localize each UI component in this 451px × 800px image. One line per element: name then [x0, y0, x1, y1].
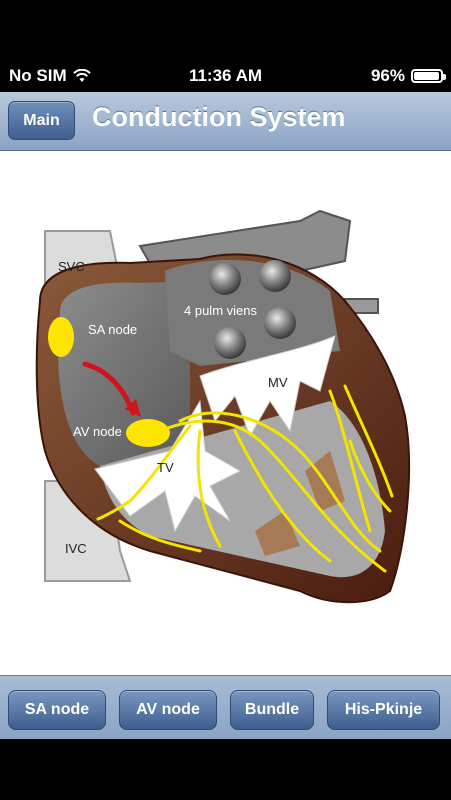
pulm-vein-4	[264, 307, 296, 339]
clock: 11:36 AM	[188, 66, 263, 85]
carrier-info: No SIM	[9, 66, 91, 86]
bundle-button[interactable]: Bundle	[230, 690, 314, 730]
sa-node	[48, 317, 74, 357]
battery-fill	[414, 72, 439, 80]
heart-diagram: SVC SA node 4 pulm viens MV AV node TV I…	[35, 209, 411, 604]
pulm-vein-2	[259, 260, 291, 292]
conduction-arrowhead	[125, 399, 141, 417]
right-atrium	[58, 281, 190, 466]
ivc-label: IVC	[65, 541, 87, 556]
av-node-label: AV node	[73, 424, 122, 439]
diagram-area: SVC SA node 4 pulm viens MV AV node TV I…	[0, 151, 451, 675]
ventricles	[100, 401, 385, 578]
status-bar: No SIM 11:36 AM 96%	[0, 0, 451, 92]
carrier-label: No SIM	[9, 66, 67, 85]
mv-label: MV	[268, 375, 288, 390]
pulm-vein-1	[209, 263, 241, 295]
navigation-bar: Main Conduction System	[0, 92, 451, 151]
his-purkinje-fibers	[96, 384, 394, 573]
wifi-icon	[72, 69, 91, 82]
battery-icon	[411, 69, 446, 83]
sa-node-button[interactable]: SA node	[8, 690, 106, 730]
mitral-valve	[199, 335, 336, 438]
sa-node-label: SA node	[88, 322, 137, 337]
pulm-veins-label: 4 pulm viens	[184, 303, 257, 318]
bottom-bezel	[0, 739, 451, 800]
battery-indicator: 96%	[370, 66, 446, 86]
papillary-muscle-right	[255, 511, 300, 556]
tv-label: TV	[157, 460, 174, 475]
bottom-toolbar: SA node AV node Bundle His-Pkinje	[0, 675, 451, 740]
av-node-button[interactable]: AV node	[119, 690, 217, 730]
pulm-vein-3	[214, 327, 246, 359]
page-title: Conduction System	[92, 102, 346, 132]
svc-label: SVC	[58, 259, 85, 274]
left-atrium	[165, 259, 340, 366]
battery-percent: 96%	[370, 66, 405, 85]
his-purkinje-button[interactable]: His-Pkinje	[327, 690, 440, 730]
main-back-button[interactable]: Main	[8, 101, 75, 140]
av-node	[126, 419, 170, 447]
